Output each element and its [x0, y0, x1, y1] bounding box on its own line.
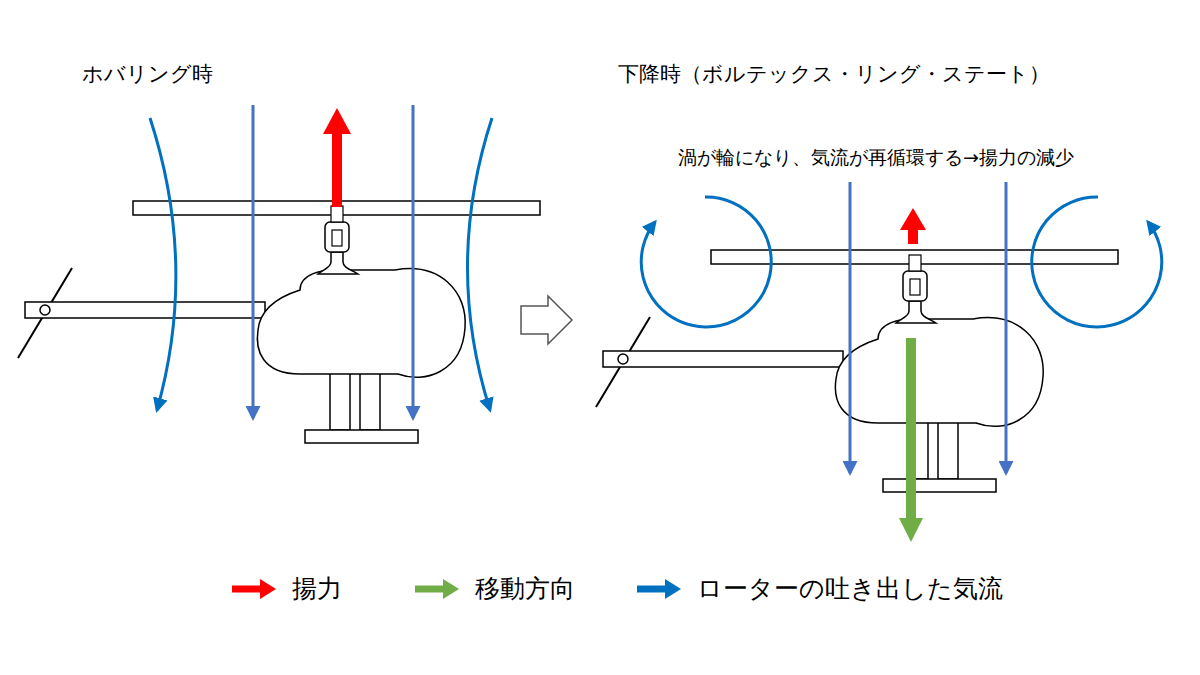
airflow-curve [467, 118, 492, 410]
airflow-line [1005, 182, 1008, 473]
legend-text: 移動方向 [475, 572, 575, 605]
vortex-ring [641, 197, 771, 327]
airflow-line [252, 105, 255, 418]
lift-arrow [332, 132, 342, 194]
vortex-ring [1032, 197, 1162, 327]
lift-arrow [908, 228, 918, 244]
lift-arrow [332, 193, 342, 207]
legend-item: 揚力 [232, 572, 342, 605]
legend-arrow [415, 574, 461, 604]
panel-heading: ホバリング時 [82, 62, 213, 87]
lift-arrow-head [900, 208, 926, 230]
airflow-curve [150, 118, 176, 410]
legend-text: ローターの吐き出した気流 [697, 572, 1003, 605]
legend-item: ローターの吐き出した気流 [637, 572, 1003, 605]
airflow-line [412, 105, 415, 418]
legend-item: 移動方向 [415, 572, 575, 605]
panel-heading: 下降時（ボルテックス・リング・ステート） [618, 62, 1050, 87]
helicopter-descent [596, 250, 1118, 492]
legend-arrow [232, 574, 278, 604]
motion-arrow [906, 338, 916, 520]
motion-arrow-head [899, 518, 923, 542]
transition-arrow [521, 296, 572, 344]
vortex-note: 渦が輪になり、気流が再循環する→揚力の減少 [678, 146, 1074, 169]
legend-text: 揚力 [292, 572, 342, 605]
helicopter-hover [18, 201, 540, 443]
legend-arrow [637, 574, 683, 604]
airflow-line [849, 182, 852, 473]
lift-arrow-head [323, 108, 351, 134]
